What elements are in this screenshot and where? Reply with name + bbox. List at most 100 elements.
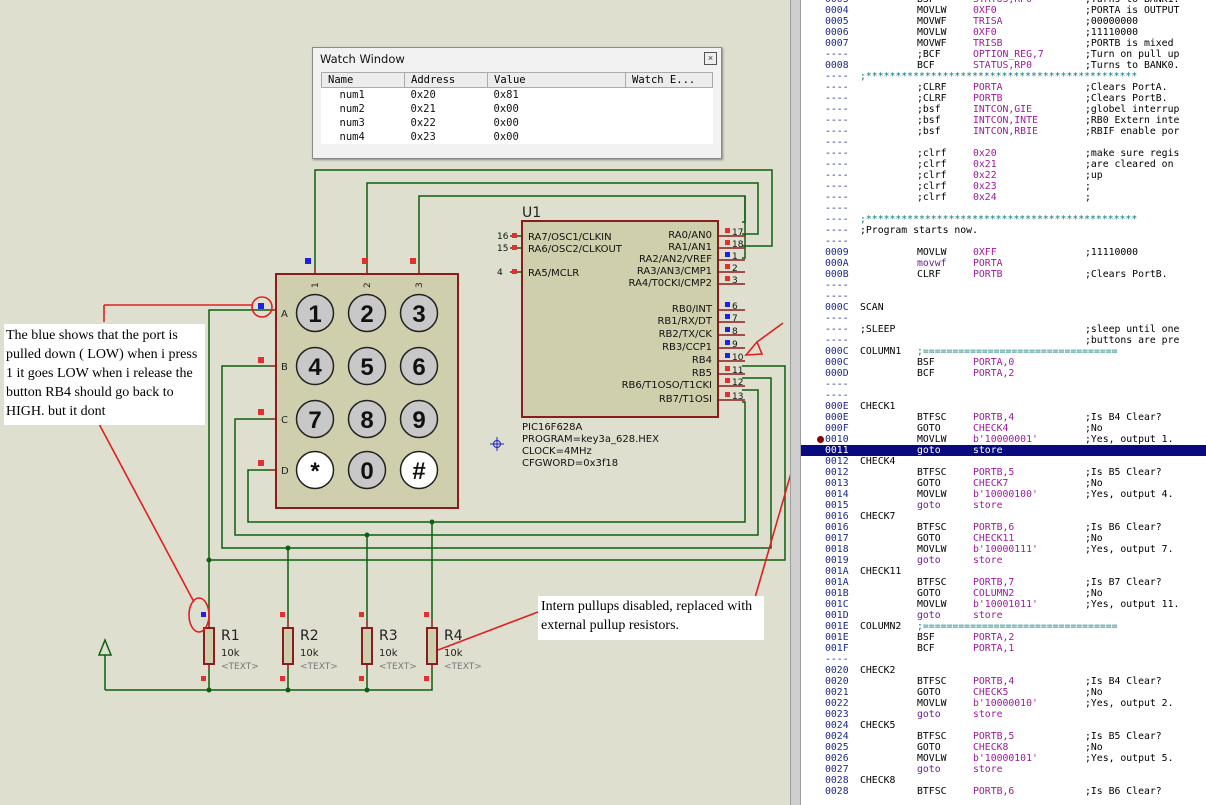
code-line[interactable]: ---- (801, 236, 1206, 247)
key-7-button[interactable] (295, 399, 335, 439)
key-star-button[interactable] (295, 450, 335, 490)
power-terminal[interactable] (97, 637, 113, 656)
code-line[interactable]: ---- (801, 291, 1206, 302)
watch-window[interactable]: Watch Window × Name Address Value Watch … (312, 47, 722, 159)
code-line[interactable]: 0003BSFSTATUS,RP0;Turns to BANK1. (801, 0, 1206, 5)
close-icon[interactable]: × (704, 52, 717, 65)
column-header-watch-expression[interactable]: Watch E... (625, 72, 713, 88)
key-4-button[interactable] (295, 346, 335, 386)
code-line[interactable]: ----;Program starts now. (801, 225, 1206, 236)
code-line[interactable]: ---- (801, 280, 1206, 291)
key-hash-button[interactable] (399, 450, 439, 490)
column-header-address[interactable]: Address (404, 72, 488, 88)
source-code-pane[interactable]: 0003BSFSTATUS,RP0;Turns to BANK1.0004MOV… (801, 0, 1206, 805)
key-5-button[interactable] (347, 346, 387, 386)
code-line[interactable]: ---- (801, 379, 1206, 390)
key-3-button[interactable] (399, 293, 439, 333)
code-line[interactable]: ---- (801, 390, 1206, 401)
code-line[interactable]: ----;***********************************… (801, 71, 1206, 82)
key-6-button[interactable] (399, 346, 439, 386)
breakpoint-icon[interactable] (817, 436, 824, 443)
code-line[interactable]: ----;buttons are pre (801, 335, 1206, 346)
resistor-body[interactable] (426, 627, 438, 665)
resistor-body[interactable] (203, 627, 215, 665)
code-line[interactable]: ---- (801, 654, 1206, 665)
key-2-button[interactable] (347, 293, 387, 333)
pic-chip-body[interactable] (521, 220, 719, 418)
key-1-button[interactable] (295, 293, 335, 333)
splitter-bar[interactable] (790, 0, 801, 805)
code-line[interactable]: ----;***********************************… (801, 214, 1206, 225)
code-line[interactable]: ---- (801, 313, 1206, 324)
column-header-name[interactable]: Name (321, 72, 405, 88)
resistor-body[interactable] (361, 627, 373, 665)
key-9-button[interactable] (399, 399, 439, 439)
code-line[interactable]: ----;SLEEP;sleep until one (801, 324, 1206, 335)
resistor-body[interactable] (282, 627, 294, 665)
key-0-button[interactable] (347, 450, 387, 490)
column-header-value[interactable]: Value (487, 72, 626, 88)
code-line[interactable]: ---- (801, 203, 1206, 214)
